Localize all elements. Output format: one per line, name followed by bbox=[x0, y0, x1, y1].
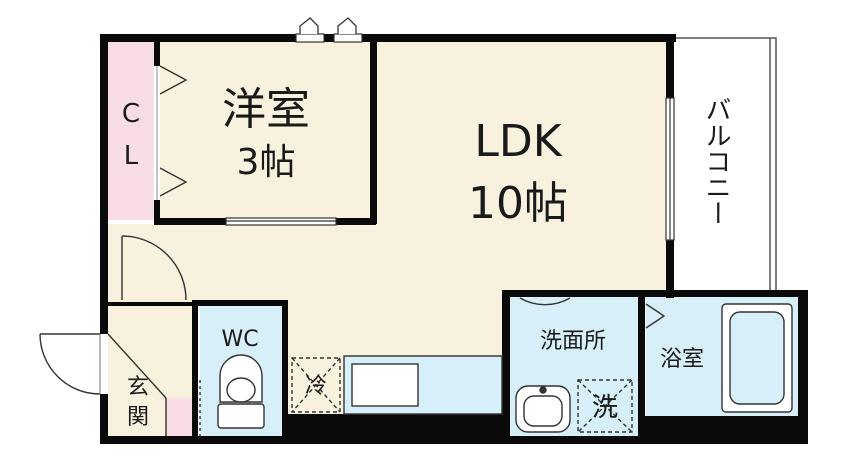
wall-western-bottom-2 bbox=[336, 218, 376, 225]
wall-wc-left bbox=[192, 300, 198, 436]
entrance-label-2: 関 bbox=[127, 405, 149, 430]
entrance-shoe-box bbox=[107, 333, 167, 399]
ldk-lower-floor bbox=[108, 224, 504, 310]
washer-space bbox=[577, 379, 633, 433]
window-top-vent-1 bbox=[295, 33, 325, 43]
kitchen-sink bbox=[351, 363, 419, 407]
labels: 洋室 3帖 C L LDK 10帖 バルコニー WC 玄 関 洗面所 浴室 冷 … bbox=[122, 84, 731, 430]
bath-door bbox=[645, 303, 666, 329]
fridge-space bbox=[291, 357, 341, 413]
closet-label-c: C bbox=[122, 99, 140, 129]
closet-door-lower bbox=[159, 167, 188, 197]
entrance-door-arc bbox=[39, 333, 101, 395]
western-room-floor bbox=[160, 42, 370, 220]
washer-label: 洗 bbox=[592, 393, 618, 423]
wall-wc-right bbox=[282, 300, 288, 436]
wall-bath-left bbox=[502, 290, 510, 444]
vent-icon bbox=[337, 17, 357, 34]
ldk-name: LDK bbox=[474, 116, 562, 167]
wall-bath-right bbox=[798, 290, 808, 444]
wall-bottom bbox=[100, 436, 808, 444]
wall-bath-divider bbox=[638, 290, 645, 444]
wall-left-lower bbox=[100, 394, 108, 444]
wall-closet bbox=[154, 42, 160, 66]
wall-entrance-top bbox=[108, 302, 192, 306]
wc-name: WC bbox=[221, 327, 258, 352]
western-room-size: 3帖 bbox=[237, 142, 296, 183]
closet-door-upper bbox=[159, 65, 188, 95]
washroom-name: 洗面所 bbox=[540, 329, 606, 354]
western-room-name: 洋室 bbox=[222, 84, 310, 135]
windows bbox=[225, 33, 675, 241]
entrance-step bbox=[166, 398, 192, 436]
wall-right-ldk bbox=[666, 34, 674, 98]
washroom-door-arc bbox=[519, 297, 571, 306]
wall-closet-2 bbox=[154, 200, 160, 224]
fixtures bbox=[217, 303, 793, 433]
wall-bath-top bbox=[502, 290, 808, 297]
window-top-vent-2 bbox=[333, 33, 363, 43]
ldk-size: 10帖 bbox=[468, 178, 568, 229]
balcony-floor bbox=[672, 38, 774, 296]
closet-label-l: L bbox=[124, 141, 139, 171]
balcony-outline bbox=[672, 37, 777, 296]
wall-top bbox=[100, 34, 676, 42]
wall-wc-top bbox=[192, 300, 286, 306]
walls bbox=[100, 34, 808, 444]
wall-western-bottom bbox=[154, 218, 226, 225]
doors bbox=[39, 65, 666, 436]
balcony-name: バルコニー bbox=[701, 96, 731, 226]
toilet-tank bbox=[217, 403, 265, 429]
wall-western-right bbox=[370, 42, 377, 224]
wall-right-ldk-lower bbox=[666, 240, 674, 298]
bathroom-name: 浴室 bbox=[660, 347, 704, 372]
fridge-label: 冷 bbox=[305, 374, 327, 399]
wall-left-upper bbox=[100, 34, 108, 334]
entrance-label-1: 玄 bbox=[127, 375, 149, 400]
vent-icon bbox=[299, 17, 319, 34]
ldk-door-arc bbox=[121, 235, 187, 301]
closet-floor bbox=[108, 42, 154, 220]
vent-icons bbox=[299, 17, 357, 34]
wall-kitchen-base bbox=[286, 414, 504, 436]
wall-bath-bottom bbox=[645, 416, 808, 444]
